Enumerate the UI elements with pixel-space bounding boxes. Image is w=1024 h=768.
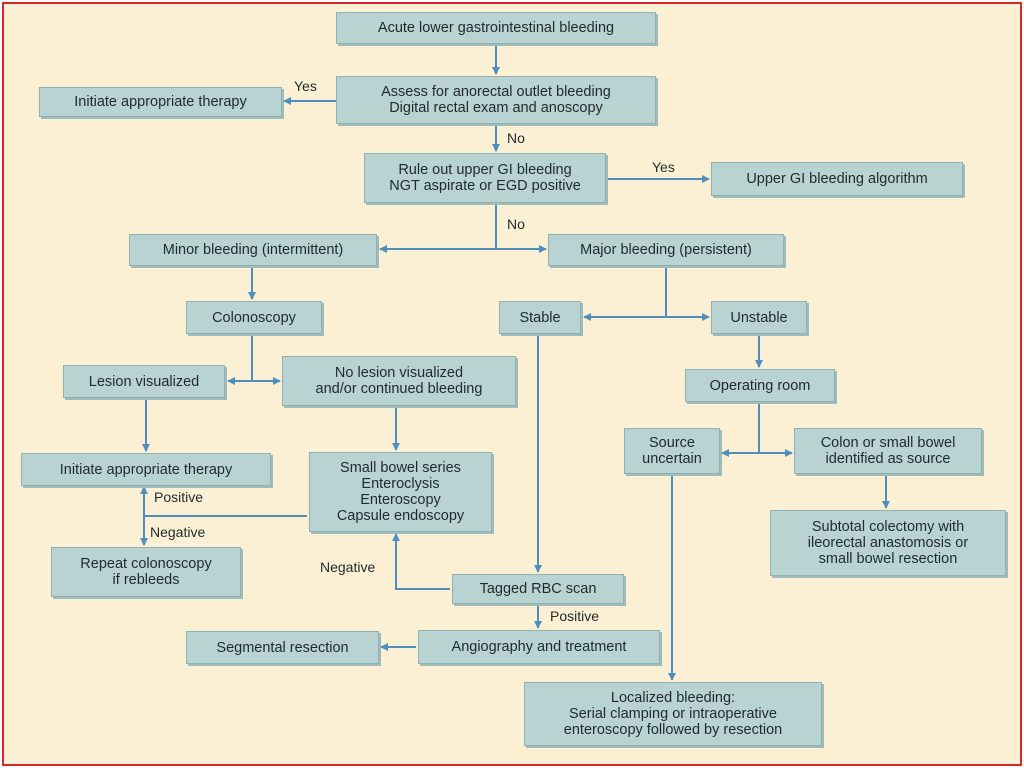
label-positive-tagged: Positive bbox=[550, 608, 600, 624]
node-colon-small-bowel-source: Colon or small bowel identified as sourc… bbox=[794, 428, 982, 474]
node-source-uncertain: Source uncertain bbox=[624, 428, 720, 474]
label-yes-upper: Yes bbox=[652, 159, 675, 175]
node-acute-text: Acute lower gastrointestinal bleeding bbox=[377, 20, 615, 36]
node-lesion-visualized: Lesion visualized bbox=[63, 365, 225, 398]
node-unstable-text: Unstable bbox=[730, 309, 788, 326]
node-major-bleeding: Major bleeding (persistent) bbox=[548, 234, 784, 266]
node-stable: Stable bbox=[499, 301, 581, 334]
node-angiography-treatment: Angiography and treatment bbox=[418, 630, 660, 664]
node-source-uncertain-text: Source uncertain bbox=[642, 435, 702, 467]
node-therapy-top-text: Initiate appropriate therapy bbox=[74, 94, 247, 110]
node-repeat-text: Repeat colonoscopy if rebleeds bbox=[80, 556, 212, 588]
node-assess-anorectal: Assess for anorectal outlet bleeding Dig… bbox=[336, 76, 656, 124]
node-colonoscopy: Colonoscopy bbox=[186, 301, 322, 334]
node-subtotal-text: Subtotal colectomy with ileorectal anast… bbox=[807, 519, 969, 567]
node-angio-text: Angiography and treatment bbox=[451, 639, 627, 655]
node-localized-bleeding: Localized bleeding: Serial clamping or i… bbox=[524, 682, 822, 746]
label-no-anorectal: No bbox=[507, 130, 525, 146]
node-colonoscopy-text: Colonoscopy bbox=[212, 309, 296, 326]
label-negative-repeat: Negative bbox=[150, 524, 206, 540]
node-minor-text: Minor bleeding (intermittent) bbox=[162, 242, 344, 258]
node-no-lesion-text: No lesion visualized and/or continued bl… bbox=[315, 365, 483, 397]
connector-lines bbox=[140, 44, 890, 681]
node-segmental-resection: Segmental resection bbox=[186, 631, 379, 664]
node-therapy-mid-text: Initiate appropriate therapy bbox=[59, 461, 233, 478]
node-small-bowel-series: Small bowel series Enteroclysis Enterosc… bbox=[309, 452, 492, 532]
node-segmental-text: Segmental resection bbox=[216, 639, 349, 656]
node-tagged-text: Tagged RBC scan bbox=[479, 581, 597, 597]
node-operating-room: Operating room bbox=[685, 369, 835, 402]
node-initiate-therapy-top: Initiate appropriate therapy bbox=[39, 87, 282, 117]
label-negative-tagged: Negative bbox=[320, 559, 376, 575]
node-initiate-therapy-mid: Initiate appropriate therapy bbox=[21, 453, 271, 486]
node-lesion-text: Lesion visualized bbox=[88, 373, 200, 390]
node-no-lesion-visualized: No lesion visualized and/or continued bl… bbox=[282, 356, 516, 406]
node-subtotal-colectomy: Subtotal colectomy with ileorectal anast… bbox=[770, 510, 1006, 576]
label-yes-anorectal: Yes bbox=[294, 78, 317, 94]
node-unstable: Unstable bbox=[711, 301, 807, 334]
label-no-upper: No bbox=[507, 216, 525, 232]
node-repeat-colonoscopy: Repeat colonoscopy if rebleeds bbox=[51, 547, 241, 597]
node-stable-text: Stable bbox=[519, 309, 561, 326]
node-minor-bleeding: Minor bleeding (intermittent) bbox=[129, 234, 377, 266]
node-rule-out-upper-gi: Rule out upper GI bleeding NGT aspirate … bbox=[364, 153, 606, 203]
node-tagged-rbc-scan: Tagged RBC scan bbox=[452, 574, 624, 604]
node-upper-gi-text: Upper GI bleeding algorithm bbox=[746, 171, 928, 187]
node-assess-text: Assess for anorectal outlet bleeding Dig… bbox=[381, 84, 611, 116]
label-positive-therapy: Positive bbox=[154, 489, 204, 505]
node-major-text: Major bleeding (persistent) bbox=[580, 242, 752, 258]
node-operating-text: Operating room bbox=[709, 377, 811, 394]
node-ruleout-text: Rule out upper GI bleeding NGT aspirate … bbox=[389, 162, 581, 194]
node-upper-gi-algorithm: Upper GI bleeding algorithm bbox=[711, 162, 963, 196]
node-localized-text: Localized bleeding: Serial clamping or i… bbox=[563, 690, 783, 738]
node-colon-source-text: Colon or small bowel identified as sourc… bbox=[820, 435, 956, 467]
node-small-bowel-text: Small bowel series Enteroclysis Enterosc… bbox=[336, 460, 465, 524]
node-acute-lower-gi-bleeding: Acute lower gastrointestinal bleeding bbox=[336, 12, 656, 44]
